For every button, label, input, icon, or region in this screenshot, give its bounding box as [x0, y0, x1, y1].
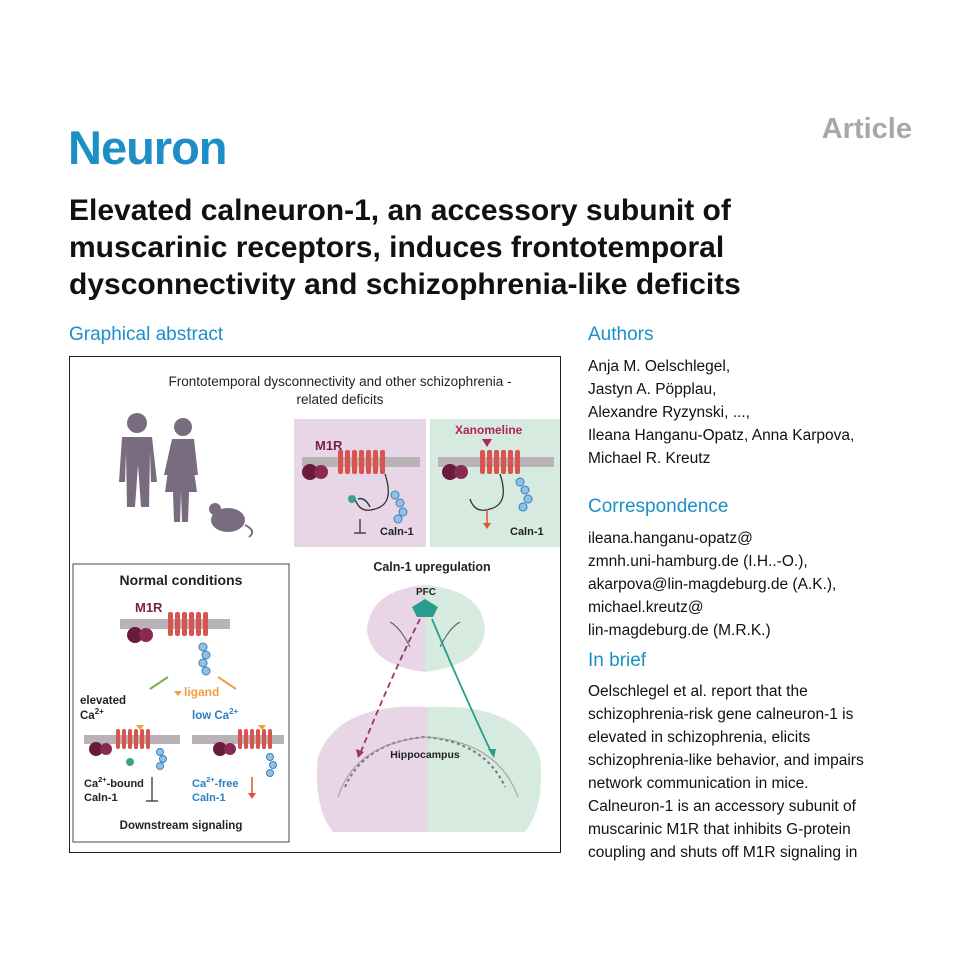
- author-line: Jastyn A. Pöpplau,: [588, 381, 717, 398]
- author-line: Michael R. Kreutz: [588, 450, 711, 467]
- m1r-label: M1R: [135, 600, 163, 615]
- title-line: muscarinic receptors, induces frontotemp…: [69, 231, 725, 264]
- correspondence-line: akarpova@lin-magdeburg.de (A.K.),: [588, 576, 837, 593]
- ca-bound-label: Ca2+-bound: [84, 775, 144, 790]
- human-female-silhouette-icon: [164, 418, 198, 522]
- in-brief-line: network communication in mice.: [588, 775, 809, 792]
- article-title: Elevated calneuron-1, an accessory subun…: [69, 192, 889, 303]
- in-brief-heading: In brief: [588, 650, 647, 671]
- author-line: Ileana Hanganu-Opatz, Anna Karpova,: [588, 427, 855, 444]
- hippocampus-label: Hippocampus: [390, 749, 460, 761]
- title-line: Elevated calneuron-1, an accessory subun…: [69, 194, 731, 227]
- authors-list: Anja M. Oelschlegel, Jastyn A. Pöpplau, …: [588, 355, 854, 470]
- in-brief-line: coupling and shuts off M1R signaling in: [588, 844, 858, 861]
- xanomeline-label: Xanomeline: [455, 423, 523, 437]
- downstream-signaling-label: Downstream signaling: [120, 820, 243, 832]
- pfc-hippocampus-arrow-dashed: [359, 618, 421, 755]
- in-brief-line: Oelschlegel et al. report that the: [588, 683, 808, 700]
- graphical-abstract-figure: Frontotemporal dysconnectivity and other…: [69, 356, 561, 853]
- authors-heading: Authors: [588, 324, 654, 345]
- m1r-label: M1R: [315, 438, 343, 453]
- caln-upregulation-title: Caln-1 upregulation: [373, 560, 490, 574]
- caln-1-protein-icon: [390, 490, 408, 524]
- ca-free-label: Ca2+-free: [192, 775, 238, 790]
- human-male-silhouette-icon: [119, 413, 157, 507]
- ca-label: Ca2+: [80, 707, 104, 722]
- hippocampus-brain-section-icon: [317, 706, 541, 832]
- correspondence-heading: Correspondence: [588, 496, 729, 517]
- normal-conditions-title: Normal conditions: [120, 572, 243, 588]
- correspondence-line: zmnh.uni-hamburg.de (I.H..-O.),: [588, 553, 808, 570]
- in-brief-text: Oelschlegel et al. report that the schiz…: [588, 680, 864, 864]
- caln-panel-green: [430, 419, 560, 547]
- author-line: Anja M. Oelschlegel,: [588, 358, 731, 375]
- pfc-label: PFC: [416, 587, 436, 598]
- pfc-brain-section-icon: [367, 585, 485, 672]
- in-brief-line: schizophrenia-like behavior, and impairs: [588, 752, 864, 769]
- caln-1-label: Caln-1: [510, 526, 544, 538]
- mouse-silhouette-icon: [209, 503, 254, 538]
- title-line: dysconnectivity and schizophrenia-like d…: [69, 268, 741, 301]
- author-line: Alexandre Ryzynski, ...,: [588, 404, 750, 421]
- in-brief-line: schizophrenia-risk gene calneuron-1 is: [588, 706, 854, 723]
- graphical-abstract-heading: Graphical abstract: [69, 324, 224, 345]
- pfc-hippocampus-arrow-solid: [431, 618, 493, 755]
- low-ca-label: low Ca2+: [192, 707, 239, 722]
- ga-top-title-1: Frontotemporal dysconnectivity and other…: [169, 374, 512, 389]
- correspondence-line: ileana.hanganu-opatz@: [588, 530, 753, 547]
- elevated-label: elevated: [80, 695, 126, 707]
- g-protein-icon: [302, 464, 318, 480]
- m1r-receptor-icon: [480, 450, 520, 474]
- journal-logo: Neuron: [68, 121, 227, 174]
- correspondence-line: lin-magdeburg.de (M.R.K.): [588, 622, 771, 639]
- ca-free-caln-label: Caln-1: [192, 792, 226, 804]
- ca-bound-caln-label: Caln-1: [84, 792, 118, 804]
- correspondence-line: michael.kreutz@: [588, 599, 704, 616]
- in-brief-line: muscarinic M1R that inhibits G-protein: [588, 821, 851, 838]
- in-brief-line: Calneuron-1 is an accessory subunit of: [588, 798, 856, 815]
- ga-top-title-2: related deficits: [296, 392, 383, 407]
- ligand-label: ligand: [184, 685, 219, 699]
- m1r-receptor-icon: [338, 450, 385, 474]
- correspondence-list: ileana.hanganu-opatz@ zmnh.uni-hamburg.d…: [588, 527, 836, 642]
- caln-1-label: Caln-1: [380, 526, 414, 538]
- article-type-label: Article: [821, 113, 912, 145]
- in-brief-line: elevated in schizophrenia, elicits: [588, 729, 811, 746]
